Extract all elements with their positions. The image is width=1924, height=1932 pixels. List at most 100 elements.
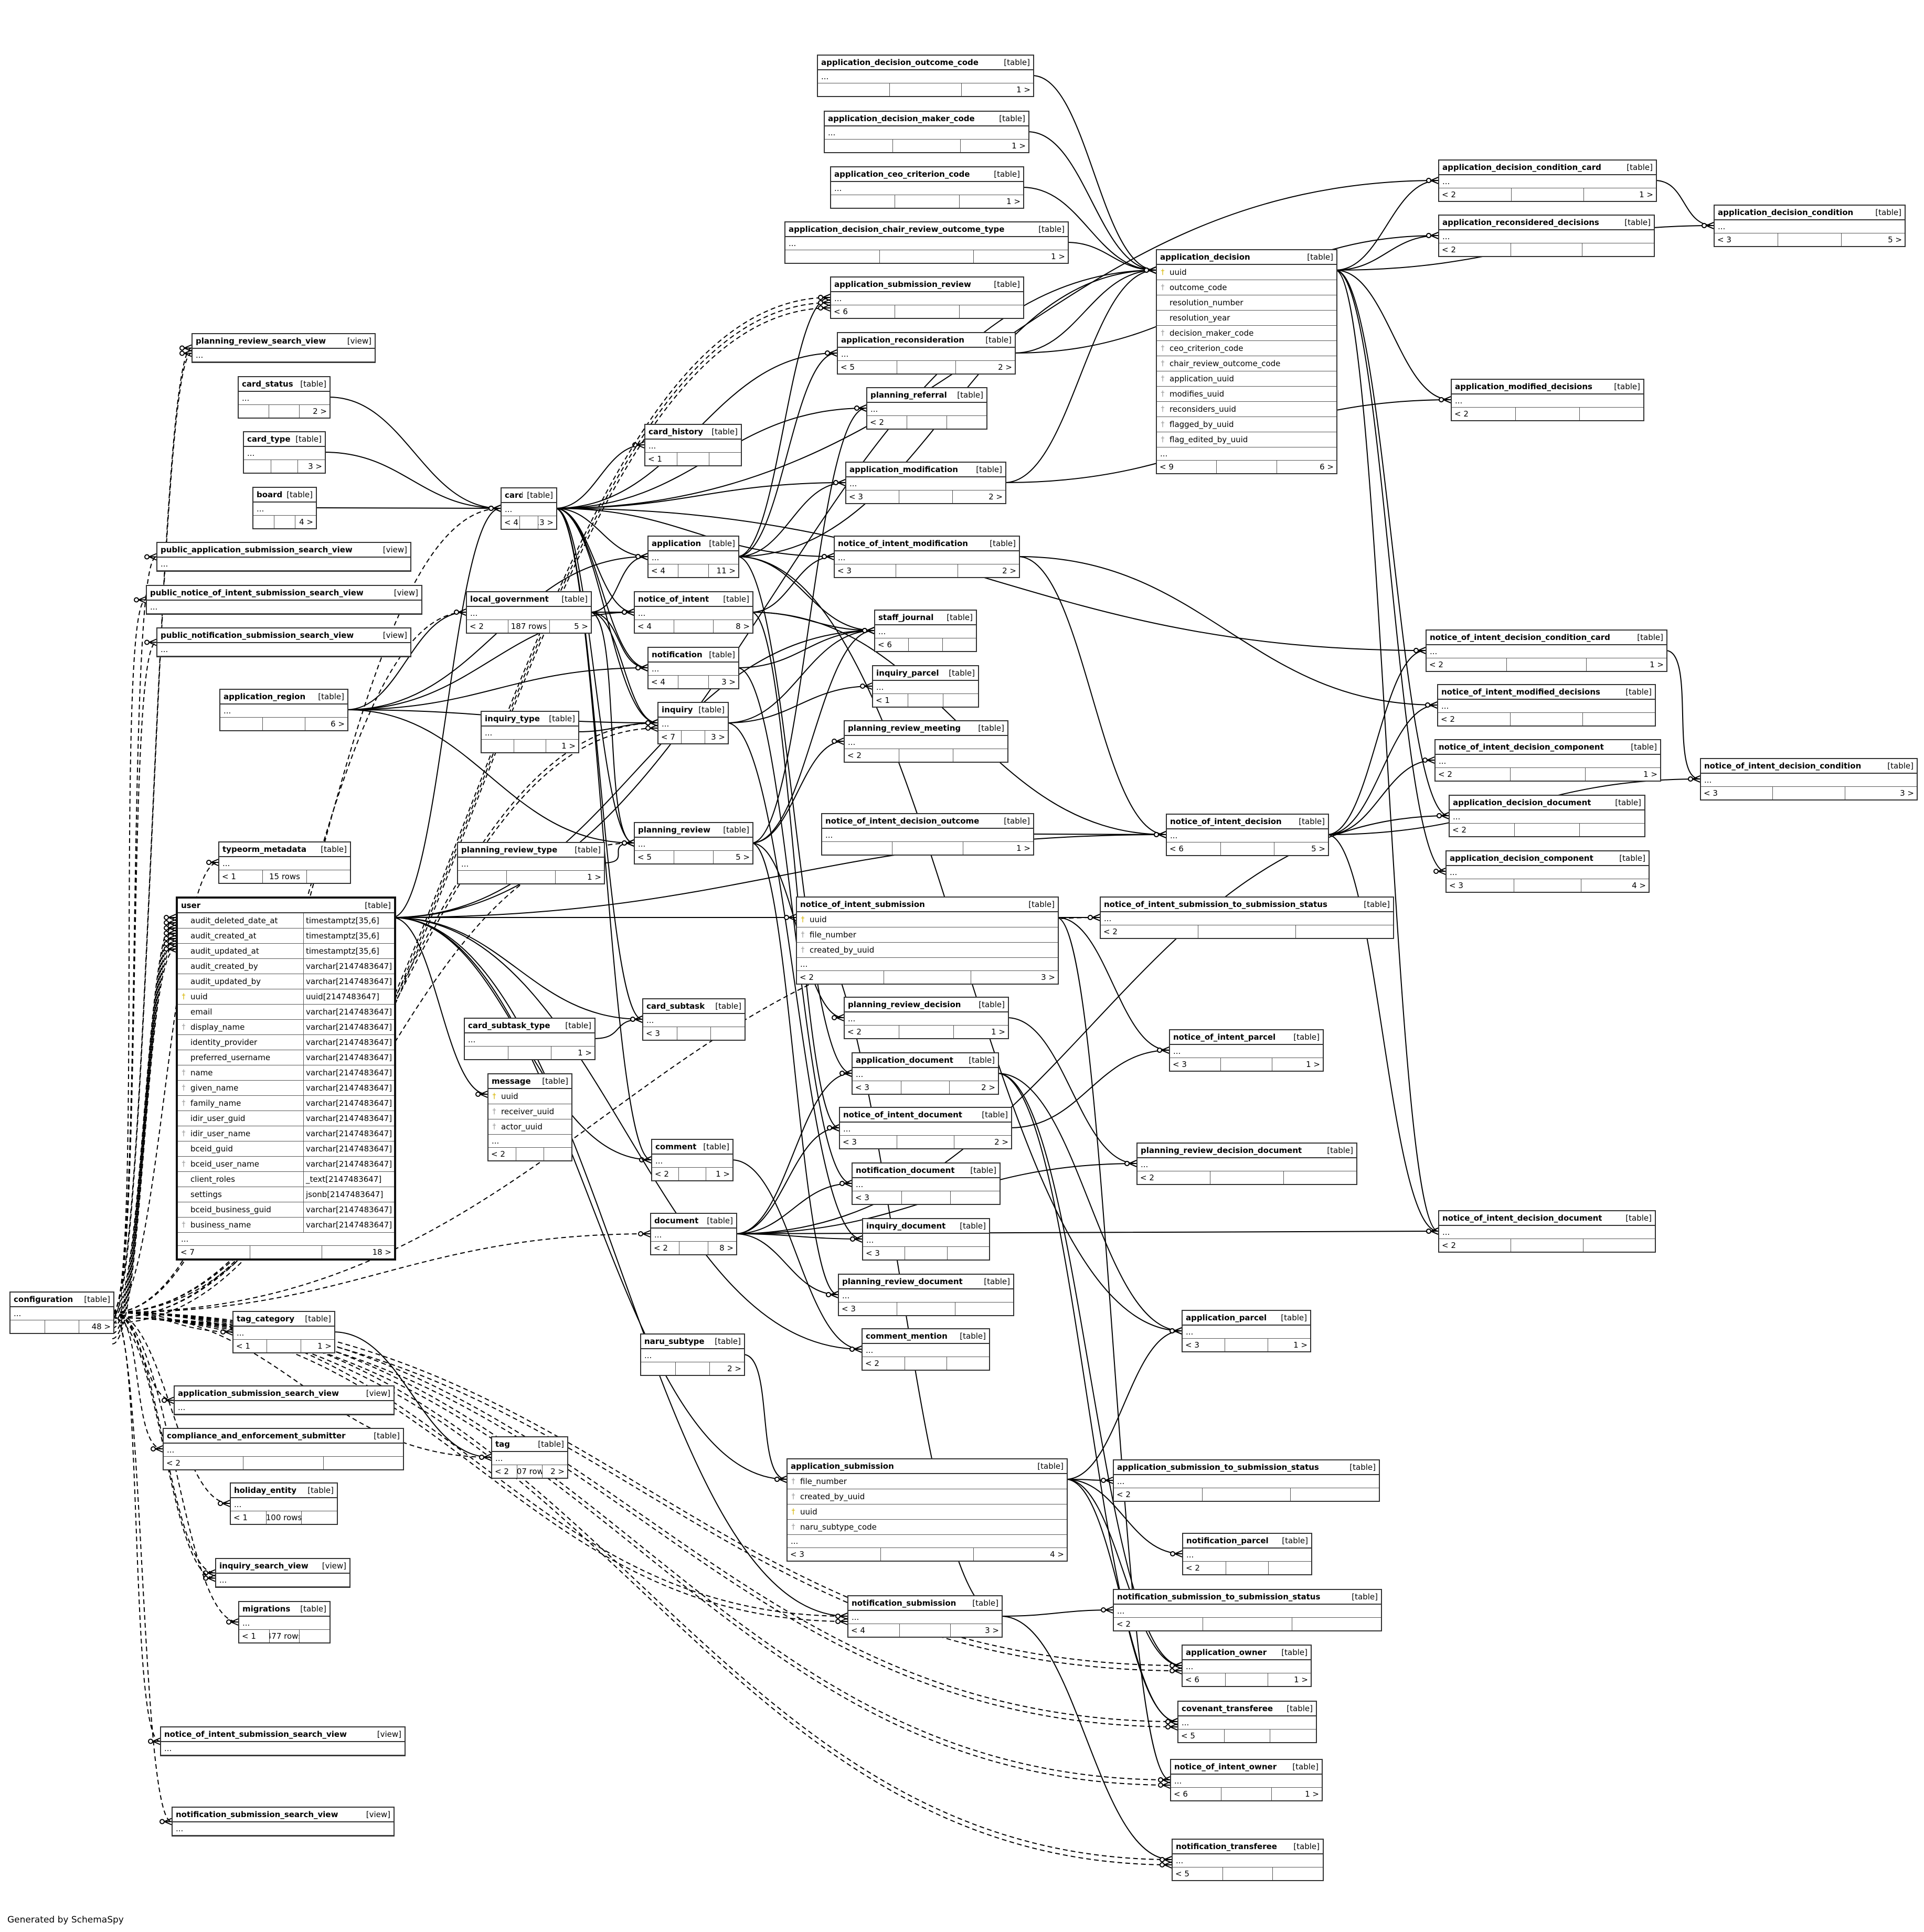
more-columns[interactable]: ... xyxy=(1450,810,1644,824)
more-columns[interactable]: ... xyxy=(635,838,752,851)
table-application-decision[interactable]: application_decision[table]†uuid†outcome… xyxy=(1156,249,1337,474)
more-columns[interactable]: ... xyxy=(193,349,375,362)
more-columns[interactable]: ... xyxy=(873,681,978,694)
column-row[interactable]: †ceo_criterion_code xyxy=(1157,341,1336,356)
more-columns[interactable]: ... xyxy=(651,1229,736,1242)
table-compliance-and-enforcement-submitter[interactable]: compliance_and_enforcement_submitter[tab… xyxy=(163,1428,404,1470)
more-columns[interactable]: ... xyxy=(1183,1549,1311,1562)
more-columns[interactable]: ... xyxy=(239,392,329,405)
more-columns[interactable]: ... xyxy=(853,1178,1000,1191)
more-columns[interactable]: ... xyxy=(1439,1226,1655,1239)
column-row[interactable]: †file_number xyxy=(788,1474,1067,1489)
more-columns[interactable]: ... xyxy=(458,858,604,871)
table-planning-review-decision-document[interactable]: planning_review_decision_document[table]… xyxy=(1136,1143,1357,1185)
more-columns[interactable]: ... xyxy=(1438,700,1655,713)
more-columns[interactable]: ... xyxy=(863,1234,989,1247)
more-columns[interactable]: ... xyxy=(845,736,1007,749)
table-application-ceo-criterion-code[interactable]: application_ceo_criterion_code[table]...… xyxy=(830,166,1024,209)
column-row[interactable]: resolution_year xyxy=(1157,311,1336,326)
column-row[interactable]: †outcome_code xyxy=(1157,280,1336,295)
more-columns[interactable]: ... xyxy=(175,1401,394,1414)
column-row[interactable]: †chair_review_outcome_code xyxy=(1157,356,1336,371)
table-planning-review-meeting[interactable]: planning_review_meeting[table]...< 2 xyxy=(844,720,1008,763)
column-row[interactable]: †flagged_by_uuid xyxy=(1157,417,1336,432)
more-columns[interactable]: ... xyxy=(645,440,741,453)
table-card-type[interactable]: card_type[table]...3 > xyxy=(243,431,326,474)
table-notice-of-intent-submission-search-view[interactable]: notice_of_intent_submission_search_view[… xyxy=(160,1726,406,1756)
column-row[interactable]: †modifies_uuid xyxy=(1157,387,1336,402)
more-columns[interactable]: ... xyxy=(239,1617,329,1630)
table-application-reconsideration[interactable]: application_reconsideration[table]...< 5… xyxy=(837,332,1016,375)
more-columns[interactable]: ... xyxy=(1427,645,1666,658)
table-comment-mention[interactable]: comment_mention[table]...< 2 xyxy=(862,1328,990,1371)
table-application-submission-review[interactable]: application_submission_review[table]...<… xyxy=(830,276,1024,319)
table-notice-of-intent-submission-to-submission-status[interactable]: notice_of_intent_submission_to_submissio… xyxy=(1100,896,1394,939)
more-columns[interactable]: ... xyxy=(164,1444,403,1457)
table-tag[interactable]: tag[table]...< 2107 rows2 > xyxy=(491,1436,568,1479)
column-row[interactable]: †decision_maker_code xyxy=(1157,326,1336,341)
table-migrations[interactable]: migrations[table]...< 1477 rows xyxy=(238,1601,331,1643)
more-columns[interactable]: ... xyxy=(488,1135,571,1148)
table-planning-referral[interactable]: planning_referral[table]...< 2 xyxy=(866,387,987,430)
more-columns[interactable]: ... xyxy=(652,1155,732,1168)
more-columns[interactable]: ... xyxy=(641,1349,744,1362)
column-row[interactable]: †uuid xyxy=(1157,265,1336,280)
more-columns[interactable]: ... xyxy=(1436,755,1660,768)
more-columns[interactable]: ... xyxy=(1452,394,1643,408)
more-columns[interactable]: ... xyxy=(863,1344,989,1357)
more-columns[interactable]: ... xyxy=(785,237,1068,250)
more-columns[interactable]: ... xyxy=(848,1611,1002,1624)
column-row[interactable]: client_roles_text[2147483647] xyxy=(178,1172,394,1187)
table-naru-subtype[interactable]: naru_subtype[table]...2 > xyxy=(640,1333,745,1376)
more-columns[interactable]: ... xyxy=(818,70,1033,83)
table-public-notice-of-intent-submission-search-view[interactable]: public_notice_of_intent_submission_searc… xyxy=(146,585,422,615)
table-notice-of-intent-modified-decisions[interactable]: notice_of_intent_modified_decisions[tabl… xyxy=(1437,684,1656,727)
more-columns[interactable]: ... xyxy=(492,1452,567,1465)
more-columns[interactable]: ... xyxy=(649,551,738,564)
table-inquiry-document[interactable]: inquiry_document[table]...< 3 xyxy=(862,1218,990,1261)
table-planning-review-search-view[interactable]: planning_review_search_view[view]... xyxy=(192,333,376,363)
table-application-decision-chair-review-outcome-type[interactable]: application_decision_chair_review_outcom… xyxy=(784,221,1069,264)
table-card-history[interactable]: card_history[table]...< 1 xyxy=(644,424,742,466)
table-public-notification-submission-search-view[interactable]: public_notification_submission_search_vi… xyxy=(156,627,411,657)
more-columns[interactable]: ... xyxy=(822,829,1033,842)
table-board[interactable]: board[table]...4 > xyxy=(252,487,317,529)
more-columns[interactable]: ... xyxy=(244,447,325,460)
more-columns[interactable]: ... xyxy=(658,718,728,731)
table-notification-parcel[interactable]: notification_parcel[table]...< 2 xyxy=(1182,1533,1312,1575)
more-columns[interactable]: ... xyxy=(846,477,1005,490)
more-columns[interactable]: ... xyxy=(797,958,1058,971)
table-notification-transferee[interactable]: notification_transferee[table]...< 5 xyxy=(1172,1839,1324,1881)
more-columns[interactable]: ... xyxy=(1178,1716,1316,1730)
more-columns[interactable]: ... xyxy=(1447,866,1649,879)
more-columns[interactable]: ... xyxy=(219,857,350,870)
table-card-subtask-type[interactable]: card_subtask_type[table]...1 > xyxy=(464,1018,596,1060)
column-row[interactable]: †receiver_uuid xyxy=(488,1104,571,1119)
more-columns[interactable]: ... xyxy=(231,1498,337,1511)
table-application-region[interactable]: application_region[table]...6 > xyxy=(219,689,348,731)
table-application-submission[interactable]: application_submission[table]†file_numbe… xyxy=(786,1458,1068,1562)
table-application-decision-condition-card[interactable]: application_decision_condition_card[tabl… xyxy=(1438,159,1657,202)
more-columns[interactable]: ... xyxy=(835,551,1019,564)
table-application-submission-to-submission-status[interactable]: application_submission_to_submission_sta… xyxy=(1113,1459,1380,1502)
table-inquiry-parcel[interactable]: inquiry_parcel[table]...< 1 xyxy=(872,665,979,708)
